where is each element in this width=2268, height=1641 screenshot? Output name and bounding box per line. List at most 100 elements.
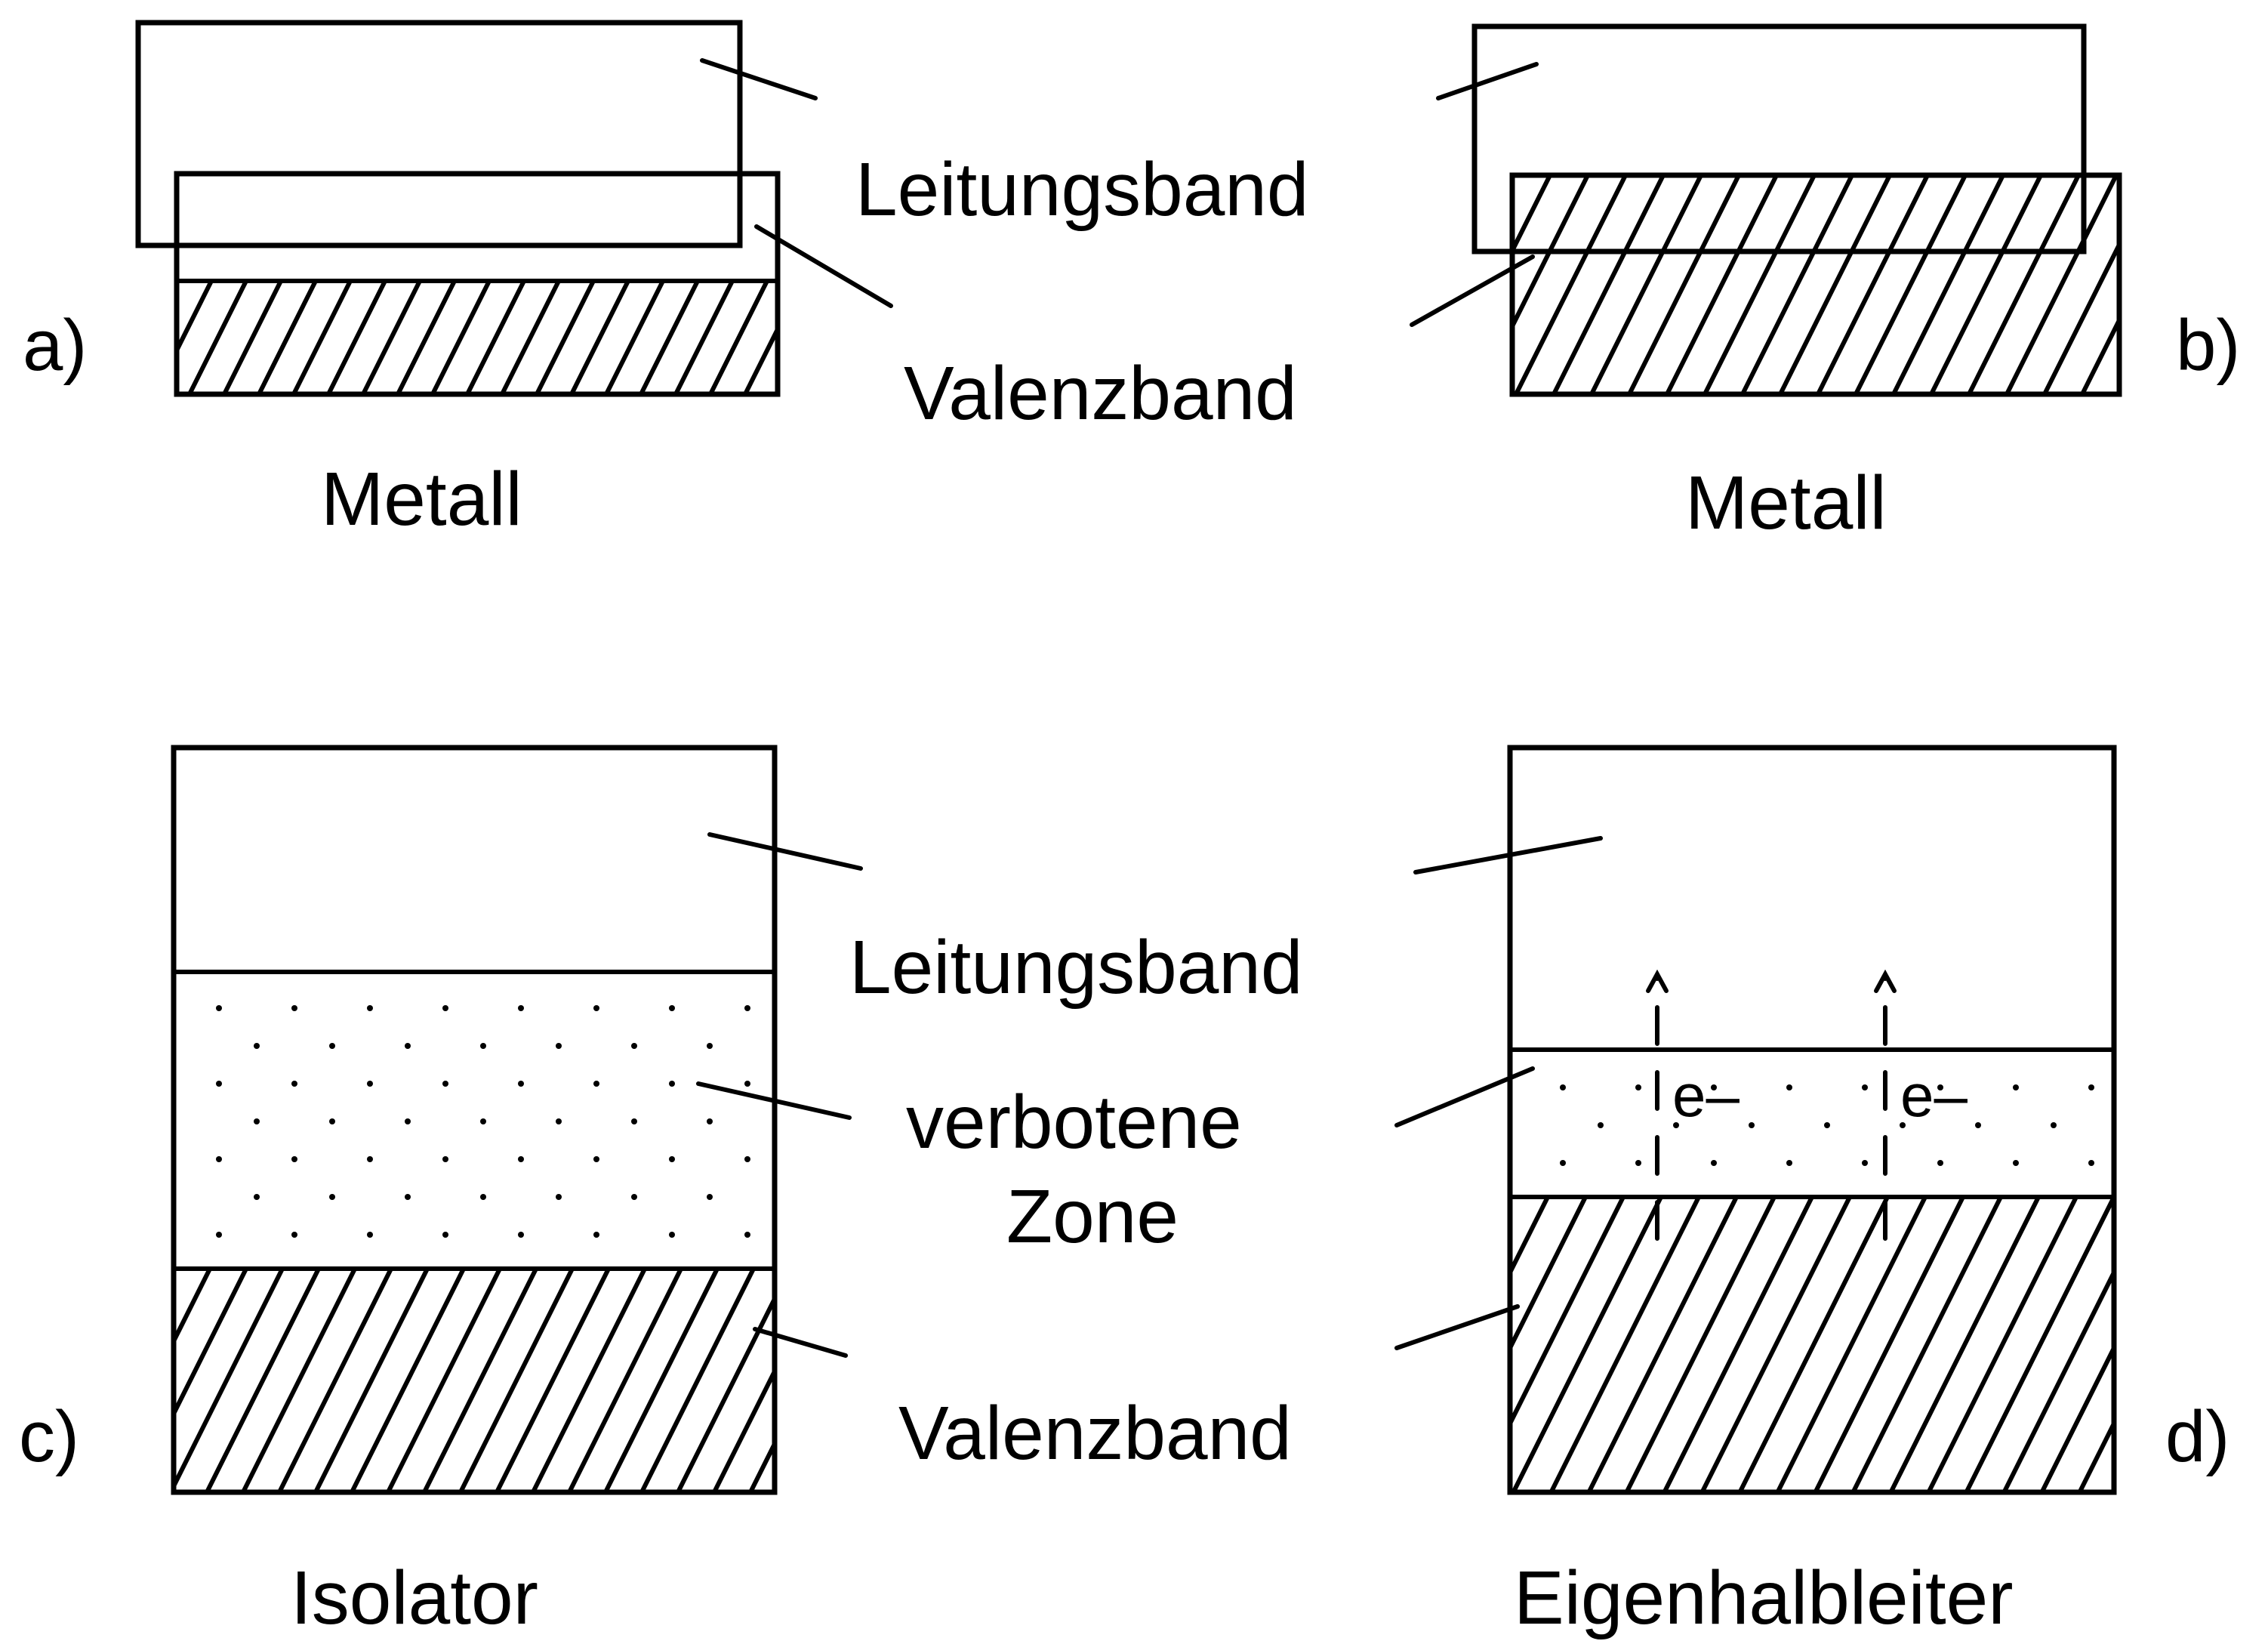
- hatch-line: [361, 281, 422, 394]
- gap-dot: [480, 1194, 486, 1200]
- panel-a-letter: a): [23, 305, 87, 386]
- hatch-line: [1512, 175, 1515, 180]
- panel-a-valence-leader: [754, 224, 893, 308]
- hatch-line: [1737, 1197, 1890, 1492]
- panel-d-electron-transition-2: e–: [1874, 969, 1968, 1241]
- hatch-line: [174, 1269, 285, 1491]
- gap-dot: [367, 1005, 373, 1011]
- hatch-line: [2042, 239, 2119, 394]
- gap-dot: [2088, 1160, 2094, 1166]
- gap-dot: [707, 1194, 713, 1200]
- gap-dot: [631, 1118, 637, 1124]
- hatch-line: [535, 281, 596, 394]
- panel-c-conduction-leader: [707, 832, 863, 871]
- panel-d-valence-hatching: [1510, 1197, 2114, 1492]
- hatch-line: [1850, 1197, 2003, 1492]
- panel-d-gap-dots: [1560, 1084, 2094, 1166]
- gap-dot: [631, 1194, 637, 1200]
- hatch-line: [1891, 175, 2005, 394]
- gap-dot: [367, 1232, 373, 1238]
- gap-dot: [669, 1232, 675, 1238]
- hatch-line: [277, 1269, 393, 1492]
- hatch-line: [1548, 1197, 1701, 1492]
- hatch-line: [430, 281, 492, 394]
- panel-b-letter: b): [2176, 305, 2240, 386]
- gap-dot: [556, 1194, 562, 1200]
- hatch-line: [495, 1269, 611, 1492]
- gap-dot: [254, 1118, 260, 1124]
- gap-dot: [442, 1156, 448, 1162]
- hatch-line: [422, 1269, 538, 1492]
- panel-b-conduction-leader: [1436, 62, 1539, 100]
- hatch-line: [1510, 1197, 1512, 1202]
- hatch-line: [458, 1269, 575, 1492]
- hatch-line: [1511, 1197, 1663, 1492]
- hatch-line: [1699, 1197, 1852, 1492]
- gap-dot: [291, 1081, 297, 1087]
- panel-d-electron-label-2: e–: [1900, 1062, 1968, 1129]
- gap-dot: [1635, 1084, 1641, 1090]
- gap-dot: [744, 1081, 750, 1087]
- gap-dot: [367, 1156, 373, 1162]
- gap-dot: [442, 1232, 448, 1238]
- hatch-line: [1552, 175, 1666, 394]
- hatch-line: [787, 1269, 898, 1492]
- gap-dot: [744, 1232, 750, 1238]
- panel-a-valence-hatching: [177, 281, 837, 394]
- hatch-line: [205, 1269, 321, 1492]
- gap-dot: [1862, 1084, 1868, 1090]
- panel-d: e– e– d) Eigenhalbleiter: [1394, 745, 2229, 1640]
- hatch-line: [1586, 1197, 1739, 1492]
- hatch-line: [1929, 175, 2043, 394]
- hatch-line: [1662, 1197, 1814, 1492]
- gap-dot: [669, 1156, 675, 1162]
- gap-dot: [707, 1043, 713, 1049]
- gap-dot: [744, 1156, 750, 1162]
- panel-c-valence-leader: [753, 1327, 848, 1358]
- gap-dot: [1975, 1122, 1981, 1128]
- gap-dot: [518, 1005, 524, 1011]
- gap-dot: [631, 1043, 637, 1049]
- gap-dot: [442, 1081, 448, 1087]
- gap-dot: [1711, 1084, 1717, 1090]
- hatch-line: [500, 281, 561, 394]
- gap-dot: [593, 1232, 599, 1238]
- hatch-line: [1514, 175, 1628, 394]
- hatch-line: [780, 281, 837, 394]
- panel-c-conduction-label: Leitungsband: [849, 925, 1303, 1010]
- panel-b-caption: Metall: [1685, 461, 1887, 545]
- hatch-line: [174, 1269, 248, 1419]
- hatch-line: [187, 281, 248, 394]
- hatch-line: [569, 281, 630, 394]
- hatch-line: [1854, 175, 1968, 394]
- gap-dot: [1824, 1122, 1830, 1128]
- gap-dot: [593, 1005, 599, 1011]
- hatch-line: [2039, 1343, 2114, 1492]
- gap-dot: [669, 1081, 675, 1087]
- panel-d-electron-transition-1: e–: [1646, 969, 1740, 1241]
- panel-d-conduction-leader: [1413, 836, 1603, 874]
- hatch-line: [2080, 315, 2119, 394]
- gap-dot: [1937, 1160, 1943, 1166]
- hatch-line: [639, 281, 700, 394]
- gap-dot: [518, 1081, 524, 1087]
- hatch-line: [1512, 175, 1590, 332]
- panel-c-band-box: [171, 745, 778, 1495]
- hatch-line: [1589, 175, 1703, 394]
- panel-d-band-box: [1507, 745, 2117, 1495]
- panel-d-electron-label-1: e–: [1672, 1062, 1740, 1129]
- panel-b: b) Metall: [1410, 23, 2240, 545]
- gap-dot: [1711, 1160, 1717, 1166]
- hatch-line: [604, 281, 665, 394]
- hatch-line: [350, 1269, 466, 1492]
- gap-dot: [254, 1194, 260, 1200]
- hatch-line: [1510, 1197, 1626, 1429]
- gap-dot: [593, 1156, 599, 1162]
- hatch-line: [673, 281, 735, 394]
- gap-dot: [367, 1081, 373, 1087]
- gap-dot: [1560, 1084, 1566, 1090]
- panel-a-conduction-label: Leitungsband: [855, 147, 1309, 232]
- hatch-line: [2005, 175, 2119, 394]
- panel-d-valence-leader: [1394, 1304, 1520, 1350]
